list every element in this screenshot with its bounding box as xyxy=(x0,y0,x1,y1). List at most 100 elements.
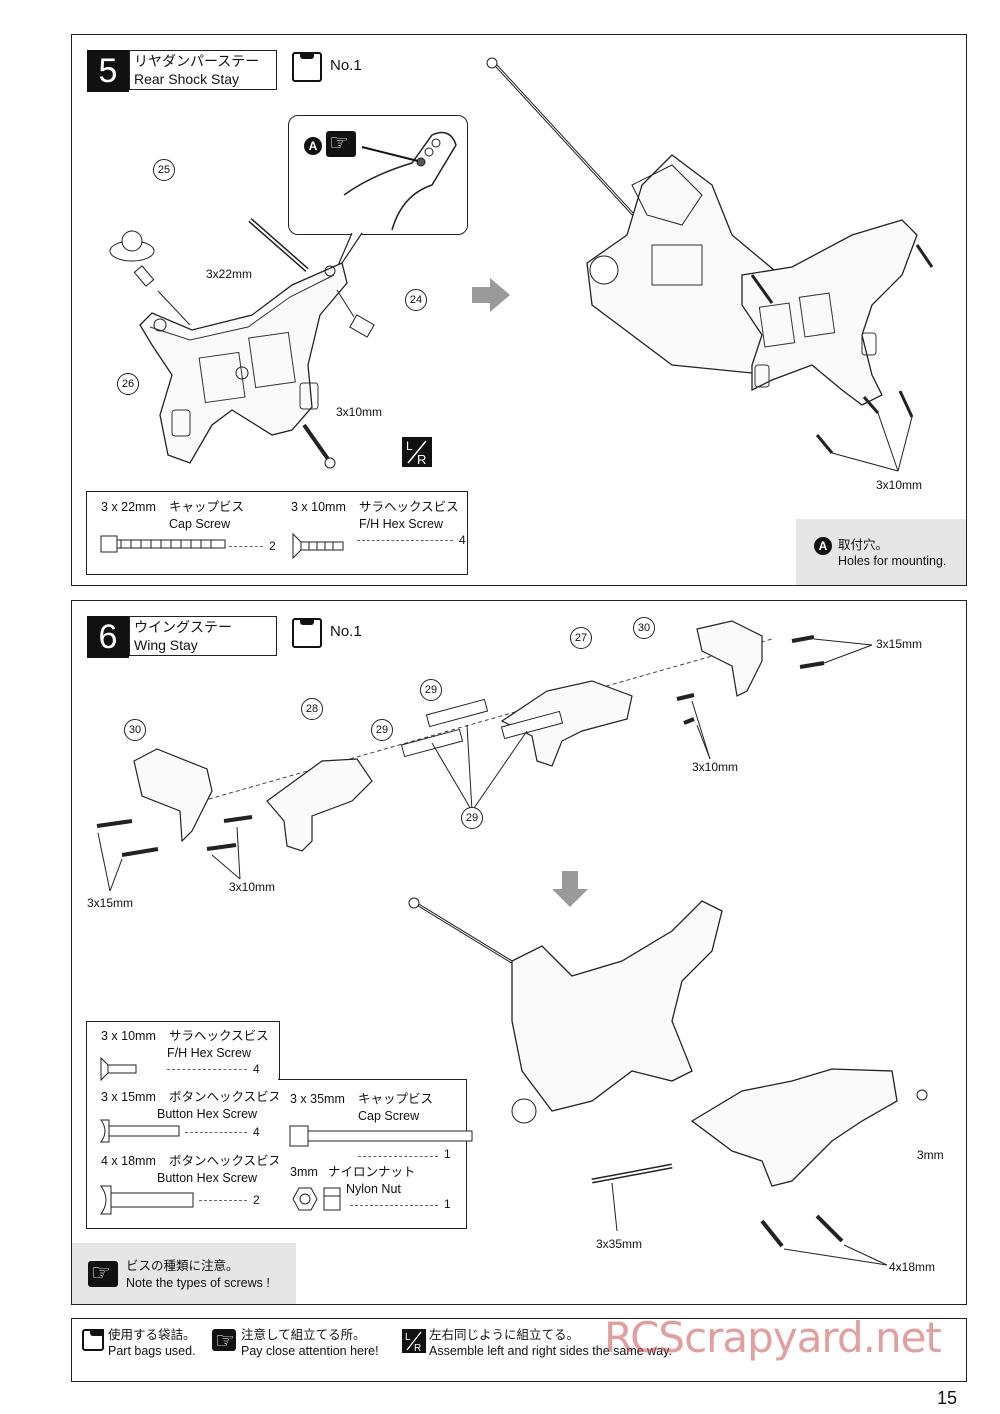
qty-leader xyxy=(199,1200,247,1201)
part-size: 3 x 10mm xyxy=(291,500,346,514)
svg-text:R: R xyxy=(417,452,426,467)
cap-screw-icon xyxy=(100,535,226,553)
part-name-en: Cap Screw xyxy=(169,517,231,531)
part-name-jp: サラヘックスビス xyxy=(359,500,459,514)
note-jp: ビスの種類に注意。 xyxy=(126,1259,239,1273)
part-name-en: Button Hex Screw xyxy=(157,1171,258,1185)
qty-leader xyxy=(167,1069,247,1070)
part-size: 3 x 35mm xyxy=(290,1092,345,1106)
part-ref-27: 27 xyxy=(570,627,592,649)
part-name-en: Nylon Nut xyxy=(346,1182,401,1196)
step5-title-en: Rear Shock Stay xyxy=(134,71,240,87)
label-3x22mm: 3x22mm xyxy=(206,267,253,281)
step6-number: 6 xyxy=(87,616,129,658)
legend-bag-jp: 使用する袋詰。 xyxy=(108,1328,196,1342)
part-name-jp: キャップビス xyxy=(358,1092,434,1106)
part-ref-24: 24 xyxy=(405,289,427,311)
part-name-jp: サラヘックスビス xyxy=(169,1029,269,1043)
note-jp: 取付穴。 xyxy=(838,538,889,552)
part-name-jp: ボタンヘックスビス xyxy=(169,1090,282,1104)
legend-lr-en: Assemble left and right sides the same w… xyxy=(429,1344,672,1358)
step6-panel: 6 ウイングステー Wing Stay No.1 xyxy=(71,600,967,1305)
note-en: Holes for mounting. xyxy=(838,554,947,568)
part-ref-26: 26 xyxy=(117,373,139,395)
label-3x10mm-left: 3x10mm xyxy=(229,880,276,894)
pointing-hand-icon xyxy=(88,1260,118,1287)
bag-icon xyxy=(292,618,322,648)
flat-head-screw-icon xyxy=(100,1056,137,1082)
label-3x15mm-top: 3x15mm xyxy=(876,637,923,651)
svg-text:L: L xyxy=(406,439,413,453)
part-name-jp: ナイロンナット xyxy=(328,1165,416,1179)
step6-bag-label: No.1 xyxy=(330,623,362,640)
part-ref-25: 25 xyxy=(153,159,175,181)
part-name-en: F/H Hex Screw xyxy=(167,1046,252,1060)
step5-title-jp: リヤダンパーステー xyxy=(134,53,260,69)
step5-parts-box: 3 x 22mm キャップビス Cap Screw 2 3 x 10mm サラヘ… xyxy=(86,491,468,575)
svg-text:R: R xyxy=(414,1343,421,1354)
label-3x10mm-right: 3x10mm xyxy=(876,478,923,492)
bag-icon xyxy=(82,1329,104,1351)
cap-screw-icon xyxy=(289,1125,473,1147)
part-ref-30-right: 30 xyxy=(633,617,655,639)
part-name-en: Button Hex Screw xyxy=(157,1107,258,1121)
legend-lr-jp: 左右同じように組立てる。 xyxy=(429,1328,580,1342)
part-size: 3mm xyxy=(290,1165,318,1179)
step5-note: A 取付穴。 Holes for mounting. xyxy=(796,519,966,585)
step6-parts-box-right: 3 x 35mm キャップビス Cap Screw 1 3mm ナイロンナット … xyxy=(278,1079,473,1229)
legend-panel: 使用する袋詰。 Part bags used. 注意して組立てる所。 Pay c… xyxy=(71,1313,967,1382)
rear-shock-stay-drawing xyxy=(109,218,510,469)
part-ref-30-left: 30 xyxy=(124,719,146,741)
part-qty: 2 xyxy=(269,539,276,553)
callout-a-badge: A xyxy=(304,137,322,155)
part-qty: 4 xyxy=(253,1125,260,1139)
part-qty: 4 xyxy=(459,533,466,547)
part-name-jp: キャップビス xyxy=(169,500,245,514)
step5-number: 5 xyxy=(87,50,129,92)
step6-title-en: Wing Stay xyxy=(134,637,198,653)
pointing-hand-icon xyxy=(326,130,356,157)
part-ref-28: 28 xyxy=(301,698,323,720)
pointing-hand-icon xyxy=(212,1328,236,1354)
label-3x10mm-left: 3x10mm xyxy=(336,405,383,419)
part-qty: 4 xyxy=(253,1062,260,1076)
qty-leader xyxy=(358,1156,438,1157)
part-name-en: Cap Screw xyxy=(358,1109,420,1123)
button-head-screw-icon xyxy=(100,1185,194,1215)
note-en: Note the types of screws ! xyxy=(126,1276,270,1290)
part-name-en: F/H Hex Screw xyxy=(359,517,444,531)
button-head-screw-icon xyxy=(100,1119,180,1143)
legend-attention-en: Pay close attention here! xyxy=(241,1344,379,1358)
qty-leader xyxy=(185,1132,247,1133)
label-3x15mm-left: 3x15mm xyxy=(87,896,134,910)
label-3x10mm-right: 3x10mm xyxy=(692,760,739,774)
wing-stay-exploded-drawing xyxy=(96,620,928,1266)
part-name-jp: ボタンヘックスビス xyxy=(169,1154,282,1168)
bag-icon xyxy=(292,52,322,82)
part-ref-29-top: 29 xyxy=(420,679,442,701)
label-4x18mm: 4x18mm xyxy=(889,1260,936,1274)
label-3x35mm: 3x35mm xyxy=(596,1237,643,1251)
part-size: 3 x 15mm xyxy=(101,1090,156,1104)
part-qty: 2 xyxy=(253,1193,260,1207)
svg-text:L: L xyxy=(405,1332,411,1343)
part-size: 4 x 18mm xyxy=(101,1154,156,1168)
qty-leader xyxy=(350,1205,438,1206)
step5-panel: 5 リヤダンパーステー Rear Shock Stay No.1 A xyxy=(71,34,967,586)
step5-title: リヤダンパーステー Rear Shock Stay xyxy=(129,50,277,90)
qty-leader xyxy=(357,540,453,541)
part-ref-29-bottom: 29 xyxy=(461,807,483,829)
rear-assembly-drawing xyxy=(486,57,934,472)
step6-title: ウイングステー Wing Stay xyxy=(129,616,277,656)
label-3mm-nut: 3mm xyxy=(917,1148,944,1162)
legend-bag-en: Part bags used. xyxy=(108,1344,196,1358)
flat-head-screw-icon xyxy=(292,532,344,560)
part-size: 3 x 22mm xyxy=(101,500,156,514)
watermark: RCScrapyard.net xyxy=(604,1313,942,1362)
nylon-nut-icon xyxy=(292,1187,341,1211)
step6-title-jp: ウイングステー xyxy=(134,619,232,635)
step5-bag-label: No.1 xyxy=(330,57,362,74)
part-qty: 1 xyxy=(444,1147,451,1161)
